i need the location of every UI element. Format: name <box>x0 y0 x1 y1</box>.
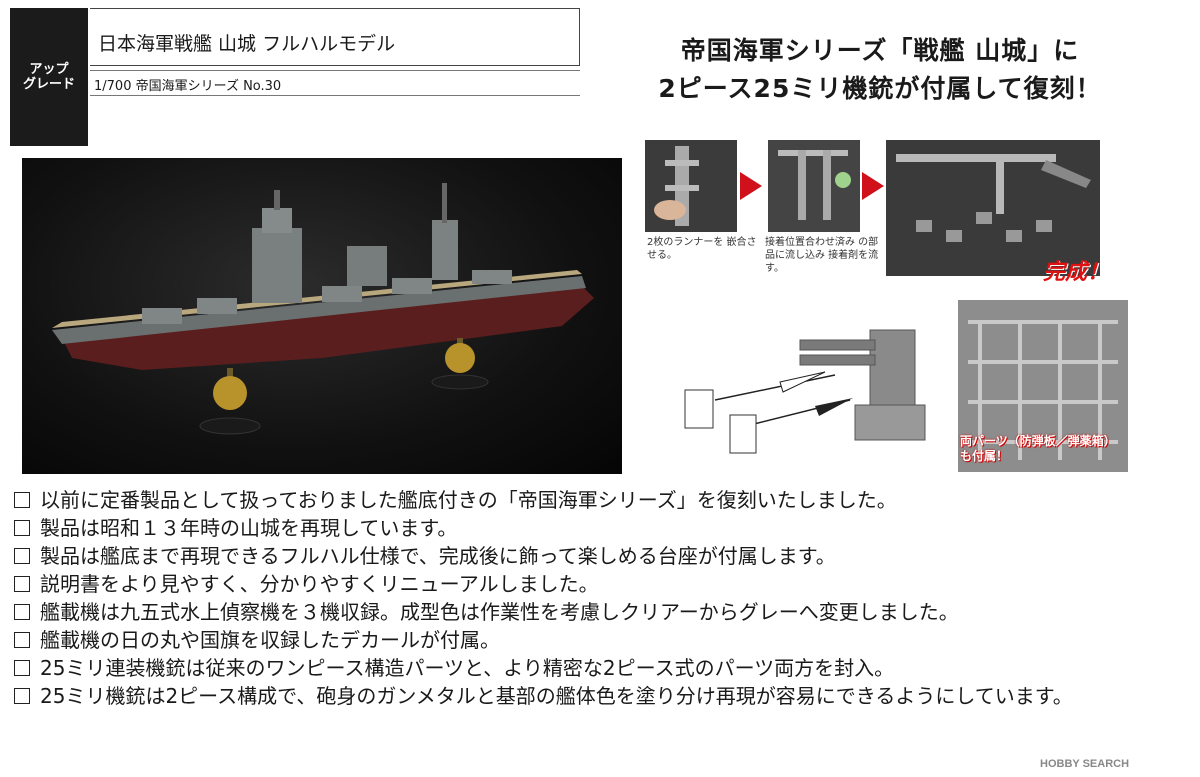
list-item: 以前に定番製品として扱っておりました艦底付きの「帝国海軍シリーズ」を復刻いたしま… <box>10 486 1195 514</box>
glue-illustration <box>778 150 851 220</box>
list-item: 25ミリ連装機銃は従来のワンピース構造パーツと、より精密な2ピース式のパーツ両方… <box>10 654 1195 682</box>
step2-image <box>768 140 860 232</box>
runner-illustration <box>654 146 699 226</box>
step2-note: 接着位置合わせ済み の部品に流し込み 接着剤を流す。 <box>765 237 879 274</box>
list-item: 艦載機は九五式水上偵察機を３機収録。成型色は作業性を考慮しクリアーからグレーへ変… <box>10 598 1195 626</box>
list-item: 製品は艦底まで再現できるフルハル仕様で、完成後に飾って楽しめる台座が付属します。 <box>10 542 1195 570</box>
step-arrow-2 <box>862 172 884 200</box>
series-subtitle: 1/700 帝国海軍シリーズ No.30 <box>90 70 580 96</box>
battleship-illustration <box>52 183 594 435</box>
step3-image <box>886 140 1100 276</box>
list-item: 艦載機の日の丸や国旗を収録したデカールが付属。 <box>10 626 1195 654</box>
sprue-grid-illustration <box>958 300 1128 472</box>
headline-line2: 2ピース25ミリ機銃が付属して復刻！ <box>658 74 1102 103</box>
watermark: HOBBY SEARCH <box>1040 758 1130 770</box>
gun-assembly-diagram <box>675 320 945 470</box>
upgrade-badge: アップ グレード <box>10 8 88 146</box>
ship-model-photo <box>22 158 622 474</box>
headline-line1: 帝国海軍シリーズ「戦艦 山城」に <box>680 36 1080 65</box>
product-title: 日本海軍戦艦 山城 フルハルモデル <box>90 8 580 66</box>
list-item: 25ミリ機銃は2ピース構成で、砲身のガンメタルと基部の艦体色を塗り分け再現が容易… <box>10 682 1195 710</box>
sprue-label: 両パーツ（防弾板／弾薬箱） も付属！ <box>960 434 1116 463</box>
step1-image <box>645 140 737 232</box>
step-arrow-1 <box>740 172 762 200</box>
complete-label: 完成！ <box>1043 260 1110 285</box>
badge-line2: グレード <box>22 77 75 92</box>
finished-parts-illustration <box>896 154 1091 242</box>
badge-line1: アップ <box>29 62 69 77</box>
machine-gun-illustration <box>684 329 926 454</box>
step1-note: 2枚のランナーを 嵌合させる。 <box>647 237 757 261</box>
feature-list: 以前に定番製品として扱っておりました艦底付きの「帝国海軍シリーズ」を復刻いたしま… <box>10 486 1195 710</box>
sprue-photo <box>958 300 1128 472</box>
list-item: 製品は昭和１３年時の山城を再現しています。 <box>10 514 1195 542</box>
headline: 帝国海軍シリーズ「戦艦 山城」に 2ピース25ミリ機銃が付属して復刻！ <box>590 32 1170 108</box>
list-item: 説明書をより見やすく、分かりやすくリニューアルしました。 <box>10 570 1195 598</box>
